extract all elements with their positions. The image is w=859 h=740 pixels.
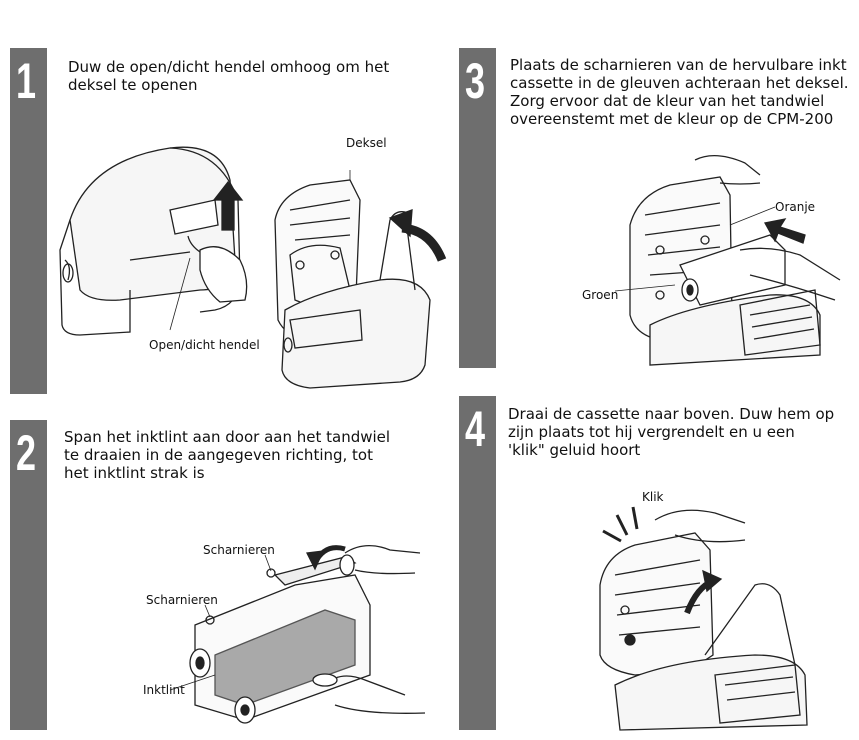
callout-open-dicht-hendel: Open/dicht hendel bbox=[149, 338, 260, 352]
step-2-illustration bbox=[175, 545, 435, 725]
step-4-number: 4 bbox=[465, 401, 486, 457]
callout-inktlint: Inktlint bbox=[143, 683, 185, 697]
step-1-illustration bbox=[50, 140, 470, 390]
step-2-bar bbox=[10, 420, 47, 730]
step-1-instruction: Duw de open/dicht hendel omhoog om het d… bbox=[68, 58, 390, 94]
callout-deksel: Deksel bbox=[346, 136, 387, 150]
step-3-illustration bbox=[620, 155, 850, 365]
step-4-instruction: Draai de cassette naar boven. Duw hem op… bbox=[508, 405, 835, 459]
step-2-number: 2 bbox=[16, 425, 37, 481]
step-1-bar bbox=[10, 48, 47, 394]
step-3-number: 3 bbox=[465, 53, 486, 109]
step-2-instruction: Span het inktlint aan door aan het tandw… bbox=[64, 428, 391, 482]
step-4-illustration bbox=[595, 505, 815, 730]
callout-scharnieren-top: Scharnieren bbox=[203, 543, 275, 557]
callout-klik: Klik bbox=[642, 490, 664, 504]
callout-scharnieren-left: Scharnieren bbox=[146, 593, 218, 607]
callout-oranje: Oranje bbox=[775, 200, 816, 214]
step-1-number: 1 bbox=[16, 53, 37, 109]
step-4-bar bbox=[459, 396, 496, 730]
step-3-instruction: Plaats de scharnieren van de hervulbare … bbox=[510, 56, 849, 128]
step-3-bar bbox=[459, 48, 496, 368]
callout-groen: Groen bbox=[582, 288, 619, 302]
